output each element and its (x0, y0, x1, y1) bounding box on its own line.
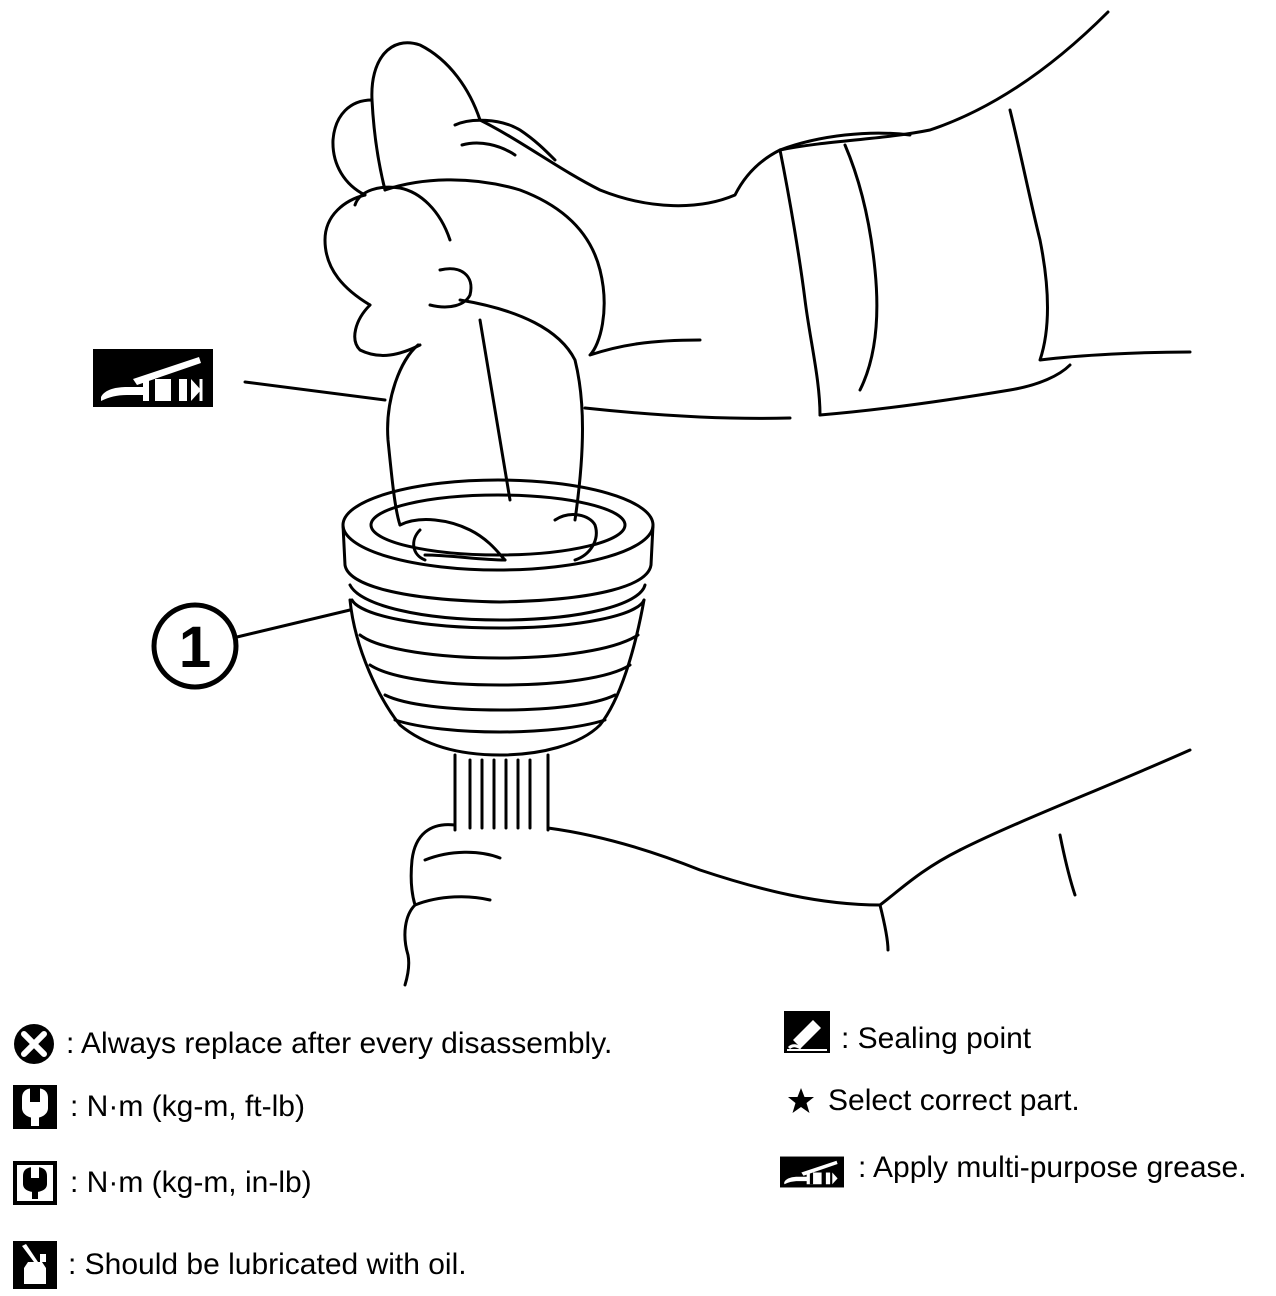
wrench-torque-small-icon (13, 1161, 57, 1205)
rag (386, 298, 598, 562)
legend-sealing-text: : Sealing point (841, 1022, 1032, 1055)
legend-sealing: : Sealing point (783, 1010, 1031, 1054)
legend-torque-ft-text: : N·m (kg-m, ft-lb) (70, 1090, 305, 1123)
grease-gun-icon (780, 1156, 844, 1188)
legend-select-text: Select correct part. (828, 1084, 1080, 1117)
legend-replace: : Always replace after every disassembly… (10, 1022, 612, 1066)
legend-grease: : Apply multi-purpose grease. (780, 1151, 1247, 1188)
callout-1-leader (235, 608, 352, 639)
legend-oil: : Should be lubricated with oil. (12, 1240, 467, 1290)
legend-select: Select correct part. (786, 1086, 1080, 1116)
sealant-tube-icon (784, 1011, 830, 1053)
upper-hand (323, 10, 1192, 420)
wrench-torque-icon (13, 1085, 57, 1129)
legend-grease-text: : Apply multi-purpose grease. (858, 1151, 1247, 1184)
x-circle-icon (14, 1024, 54, 1064)
legend-torque-in-text: : N·m (kg-m, in-lb) (70, 1166, 312, 1199)
cv-boot (341, 478, 655, 757)
legend-replace-text: : Always replace after every disassembly… (66, 1027, 613, 1060)
grease-leader-line (243, 380, 387, 402)
legend-oil-text: : Should be lubricated with oil. (68, 1248, 467, 1281)
legend-torque-in: : N·m (kg-m, in-lb) (12, 1160, 312, 1206)
axle-shaft (453, 753, 550, 832)
oil-can-icon (13, 1241, 57, 1289)
lower-hand (403, 748, 1192, 987)
boot-installation-illustration: 1 (93, 10, 1192, 987)
legend-torque-ft: : N·m (kg-m, ft-lb) (12, 1084, 305, 1130)
grease-gun-icon (93, 349, 213, 407)
callout-1: 1 (151, 602, 239, 690)
star-icon (788, 1088, 814, 1113)
svg-text:1: 1 (179, 615, 211, 680)
